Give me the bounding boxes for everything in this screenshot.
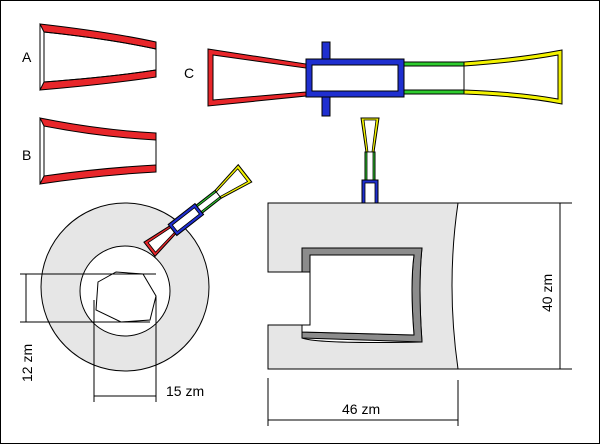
ring-blue-piece-inner <box>171 207 200 232</box>
dim-width-label: 46 zm <box>342 401 380 417</box>
part-c-yellow-flare-inner <box>463 54 559 100</box>
part-b <box>39 117 157 185</box>
c-body-dimensions <box>267 202 572 426</box>
ring-section <box>95 271 157 323</box>
dim-height-label: 40 zm <box>539 274 555 312</box>
ring-width-label: 15 zm <box>166 383 204 399</box>
part-a-outline <box>43 31 157 83</box>
label-c: C <box>184 65 194 81</box>
part-c-blue-sleeve-inner <box>311 64 399 92</box>
label-b: B <box>22 147 31 163</box>
ring-height-label: 12 zm <box>19 344 35 382</box>
vertical-green-tube-inner <box>366 151 374 183</box>
ring-view <box>20 163 253 402</box>
part-c-green-tube-inner <box>403 65 465 91</box>
c-body-cavity <box>301 254 415 336</box>
ring-radial-assembly <box>143 163 253 258</box>
part-a <box>39 23 157 91</box>
part-b-lower-wall <box>39 164 157 185</box>
c-body <box>267 202 459 370</box>
part-c-assembly <box>207 41 563 117</box>
ring-yellow-piece-inner <box>215 168 249 198</box>
label-a: A <box>22 49 32 65</box>
